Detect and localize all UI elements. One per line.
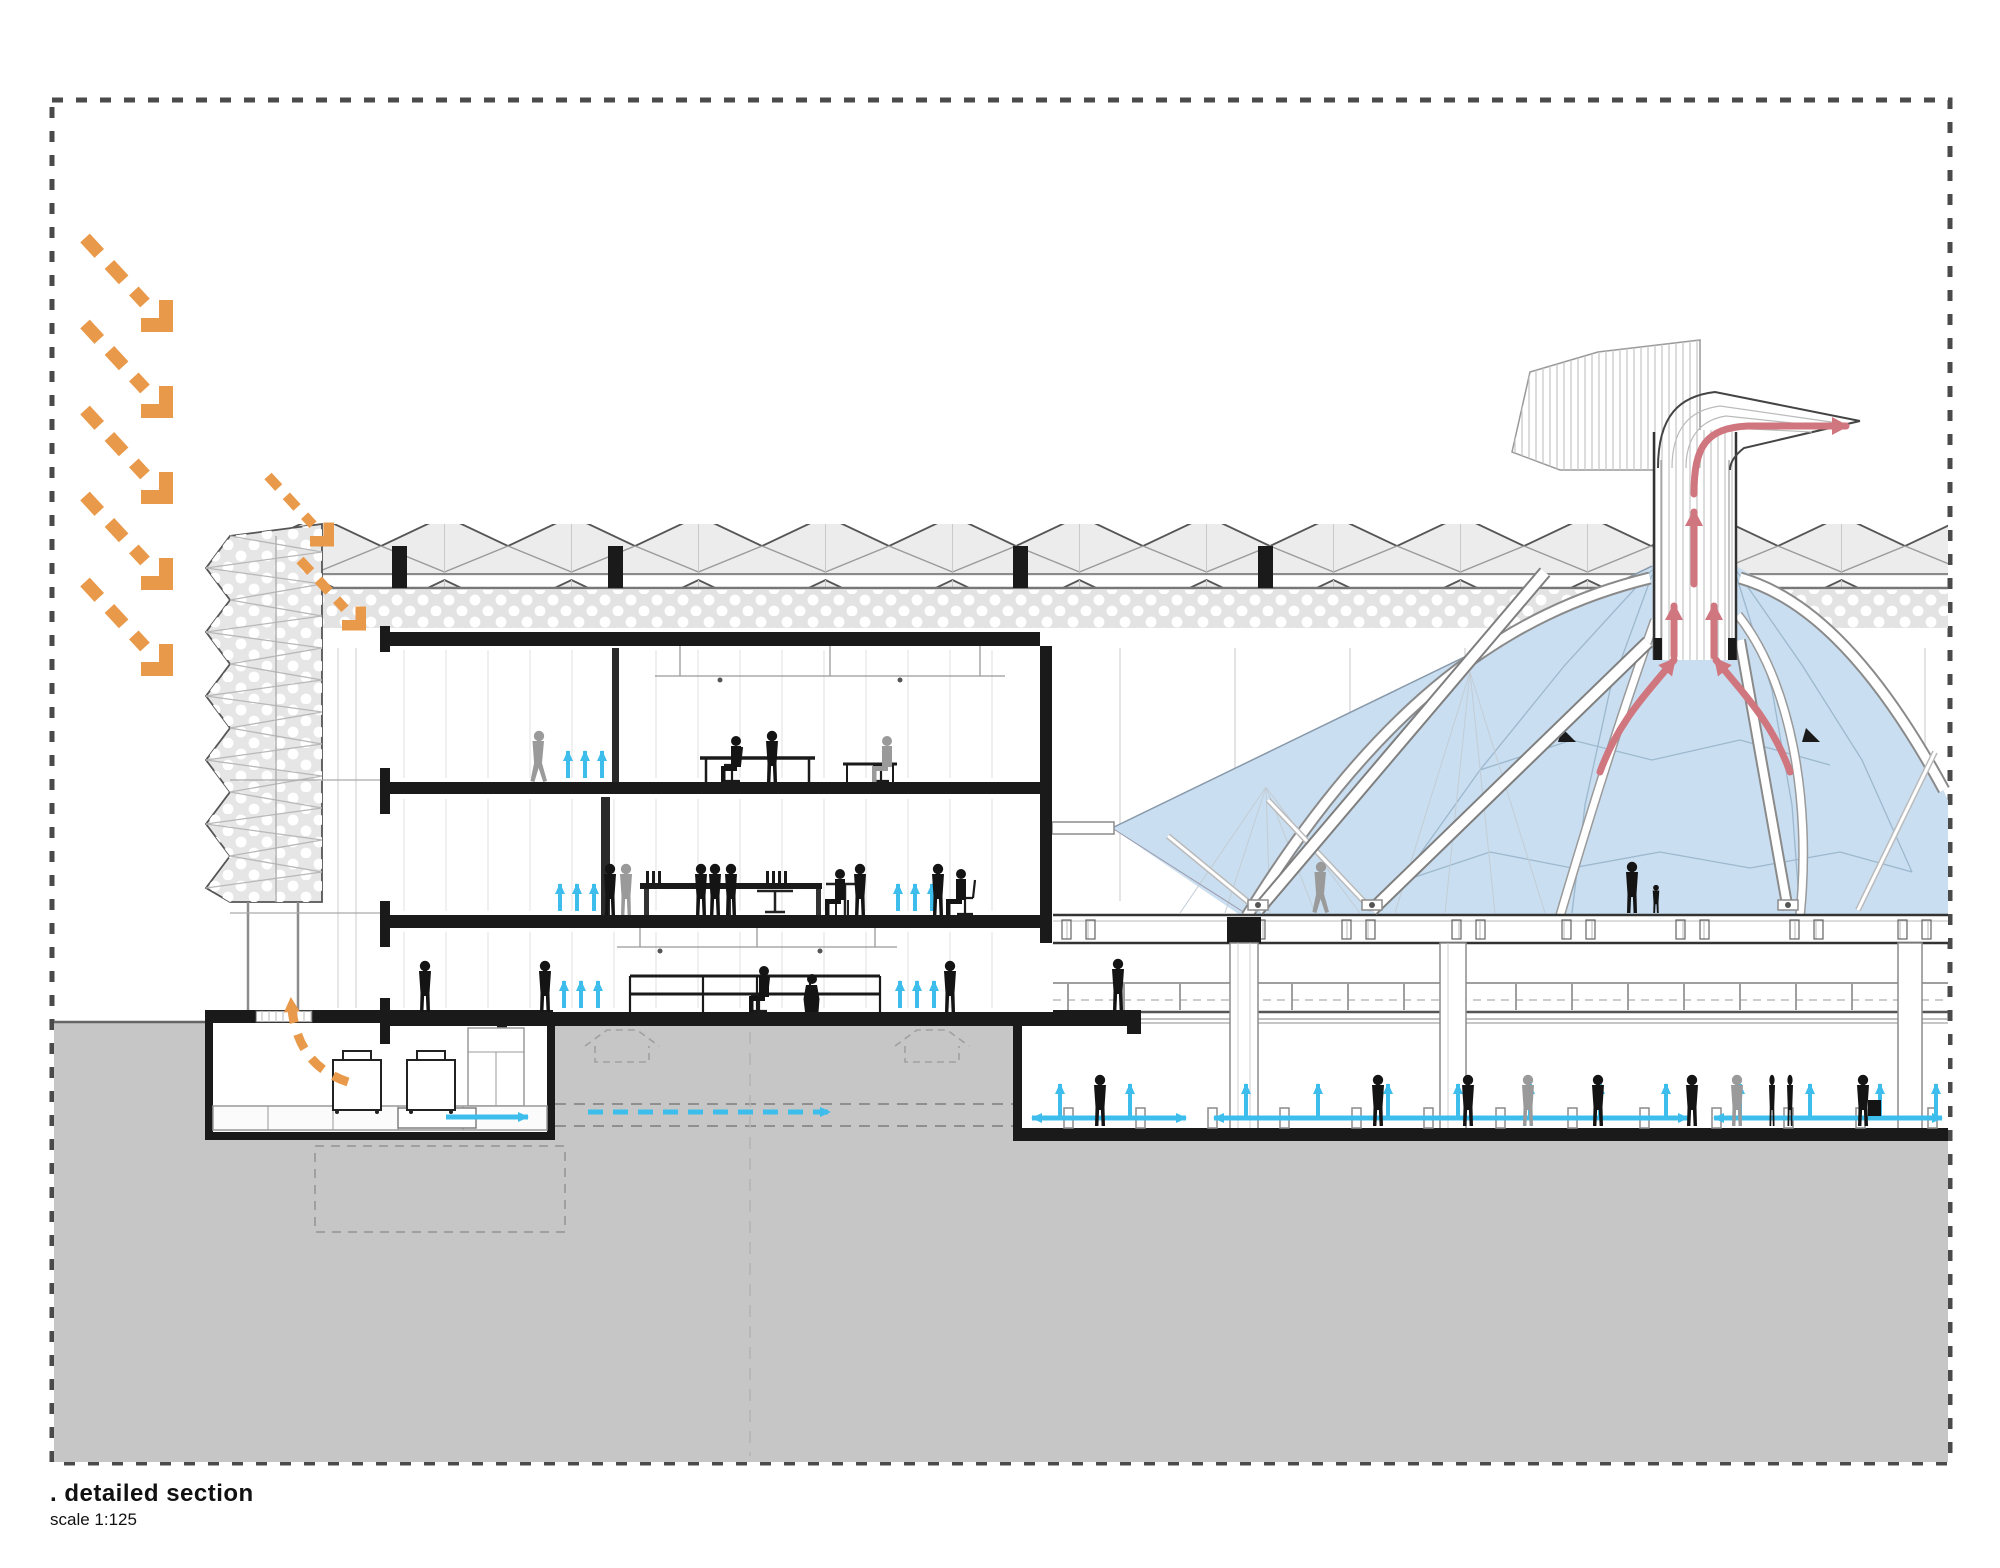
struts (1166, 567, 1938, 916)
sun-arrow-icon (85, 238, 173, 332)
person (854, 863, 866, 915)
plant-room (205, 1010, 555, 1140)
person (709, 863, 721, 915)
roof-beam-cut (1258, 546, 1273, 588)
supply-arrow-trio (898, 884, 932, 911)
sun-arrow-icon (85, 410, 173, 504)
person (419, 960, 431, 1012)
exhaust-stack (1511, 339, 1861, 660)
furniture-l2 (640, 871, 864, 915)
person (932, 863, 944, 915)
page-title: . detailed section (50, 1480, 254, 1507)
person (803, 974, 820, 1012)
walkway-deck (1053, 913, 1948, 945)
column (1897, 942, 1923, 1130)
suspended-lights (617, 646, 1005, 948)
right-wall (1040, 646, 1052, 943)
floor-slab-l3 (385, 782, 1040, 794)
pier-cap (1227, 917, 1261, 943)
floor-slab-l2 (385, 915, 1040, 928)
canopy-cables (1179, 671, 1546, 914)
sun-arrow-icon (85, 496, 173, 590)
person (695, 863, 707, 915)
section-building (230, 626, 1053, 1044)
ahu-unit (406, 1050, 456, 1114)
intake-arrow (283, 997, 350, 1087)
scale-note: scale 1:125 (50, 1510, 137, 1529)
person (1112, 958, 1124, 1010)
ahu-unit (332, 1050, 382, 1114)
person (766, 730, 778, 782)
concourse-floor (1013, 1128, 1948, 1141)
sun-arrow-icon (85, 324, 173, 418)
supply-arrow-trio (900, 981, 934, 1008)
roof-beam-cut (1013, 546, 1028, 588)
left-facade (204, 522, 323, 1010)
people (419, 730, 1881, 1126)
solar-arrows (85, 238, 366, 1087)
exhaust-arrows-pink (1596, 417, 1850, 776)
mezzanine-gallery (1053, 942, 1948, 1130)
retaining-wall (1013, 1026, 1022, 1141)
person (946, 869, 966, 915)
sun-arrow-icon (85, 582, 173, 676)
supply-arrow-trio (560, 884, 594, 911)
person (539, 960, 551, 1012)
roof-slab (385, 632, 1040, 646)
supply-arrow-trio (564, 981, 598, 1008)
roof-beam-cut (392, 546, 407, 588)
person (620, 863, 632, 915)
caption: . detailed section scale 1:125 (50, 1480, 254, 1530)
rib-pin (1802, 728, 1820, 742)
roof-beam-cut (608, 546, 623, 588)
intake-grille (256, 1011, 312, 1022)
gallery-platform (1053, 1010, 1133, 1026)
column (1439, 942, 1467, 1130)
bag (1868, 1100, 1881, 1116)
partition (601, 797, 610, 915)
drawing-frame (49, 97, 1953, 1466)
canopy-ledge (1051, 821, 1115, 835)
supply-arrow-trio (568, 751, 602, 778)
person (530, 730, 547, 782)
partition (612, 648, 619, 782)
